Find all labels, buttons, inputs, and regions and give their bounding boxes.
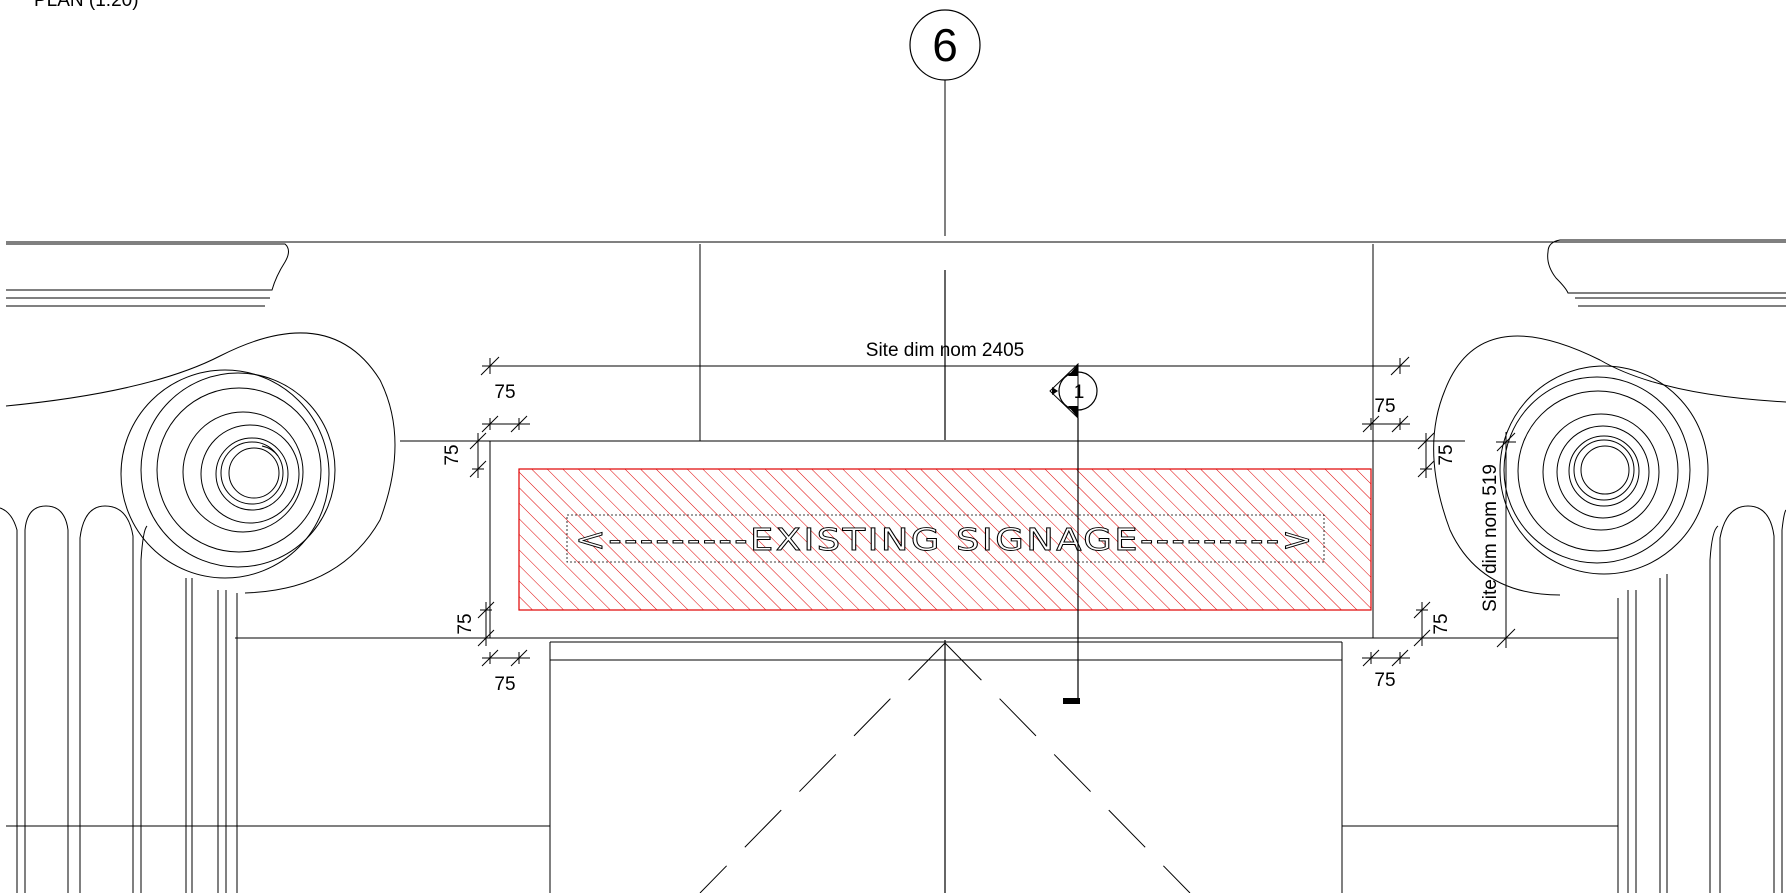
- svg-text:75: 75: [494, 674, 515, 695]
- dimension-overall-height: Site dim nom 519: [1480, 432, 1516, 648]
- svg-text:75: 75: [455, 613, 476, 634]
- left-ionic-capital: [5, 243, 396, 594]
- overall-width-label: Site dim nom 2405: [866, 340, 1024, 361]
- svg-text:75: 75: [1436, 444, 1457, 465]
- section-marker-label: 1: [1074, 382, 1085, 403]
- view-title: PLAN (1:20): [34, 0, 139, 11]
- left-column-flutes: [0, 505, 238, 893]
- svg-text:75: 75: [442, 444, 463, 465]
- grid-bubble-label: 6: [932, 19, 958, 71]
- svg-text:75: 75: [1431, 613, 1452, 634]
- entablature: [6, 241, 1786, 893]
- door-swing: [699, 642, 1191, 893]
- overall-height-label: Site dim nom 519: [1480, 464, 1501, 612]
- svg-text:75: 75: [1374, 396, 1395, 417]
- right-column-flutes: [1617, 505, 1786, 893]
- section-marker-1: 1: [1049, 362, 1098, 704]
- grid-line-6: 6: [909, 9, 981, 893]
- right-ionic-capital: [1433, 239, 1786, 596]
- left-offset-dimensions: 75 75 75 75: [442, 382, 530, 695]
- signage-panel: [489, 440, 1374, 639]
- right-offset-dimensions: 75 75 75 75: [1362, 396, 1457, 691]
- svg-text:75: 75: [1374, 670, 1395, 691]
- svg-text:75: 75: [494, 382, 515, 403]
- existing-signage-label: <---------EXISTING SIGNAGE--------->: [575, 523, 1315, 558]
- existing-signage: <---------EXISTING SIGNAGE--------->: [518, 468, 1372, 611]
- dimension-overall-width: Site dim nom 2405: [480, 340, 1410, 376]
